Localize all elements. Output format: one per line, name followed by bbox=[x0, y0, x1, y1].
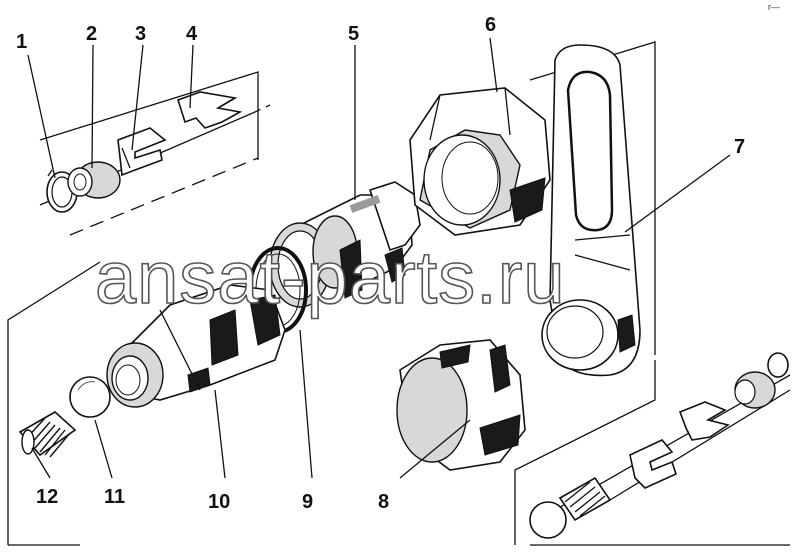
part-labels: 1 2 3 4 5 6 7 8 9 10 11 12 bbox=[16, 14, 745, 513]
part-12-spring bbox=[18, 411, 77, 458]
label-3: 3 bbox=[135, 23, 146, 45]
part-5-valve-body bbox=[269, 181, 421, 308]
part-3-shim bbox=[117, 127, 167, 177]
label-1: 1 bbox=[16, 31, 27, 53]
lower-right-subassembly bbox=[529, 352, 789, 539]
part-4-shim bbox=[177, 91, 243, 129]
label-6: 6 bbox=[485, 14, 496, 36]
part-7-bracket bbox=[541, 44, 641, 377]
label-12: 12 bbox=[36, 486, 58, 508]
part-10-housing bbox=[106, 284, 286, 408]
label-4: 4 bbox=[186, 23, 198, 45]
label-11: 11 bbox=[104, 486, 125, 508]
label-7: 7 bbox=[734, 136, 745, 158]
label-10: 10 bbox=[208, 491, 230, 513]
part-6-hex-nut bbox=[409, 87, 551, 236]
part-2-ring bbox=[67, 161, 121, 199]
label-9: 9 bbox=[302, 491, 313, 513]
label-2: 2 bbox=[86, 23, 97, 45]
label-8: 8 bbox=[378, 491, 389, 513]
watermark: ansat-parts.ru bbox=[95, 236, 566, 319]
corner-mark: r— bbox=[768, 2, 780, 12]
part-8-cap bbox=[396, 339, 526, 471]
part-11-ball bbox=[69, 376, 111, 418]
label-5: 5 bbox=[348, 23, 359, 45]
leader-lines bbox=[27, 37, 731, 479]
